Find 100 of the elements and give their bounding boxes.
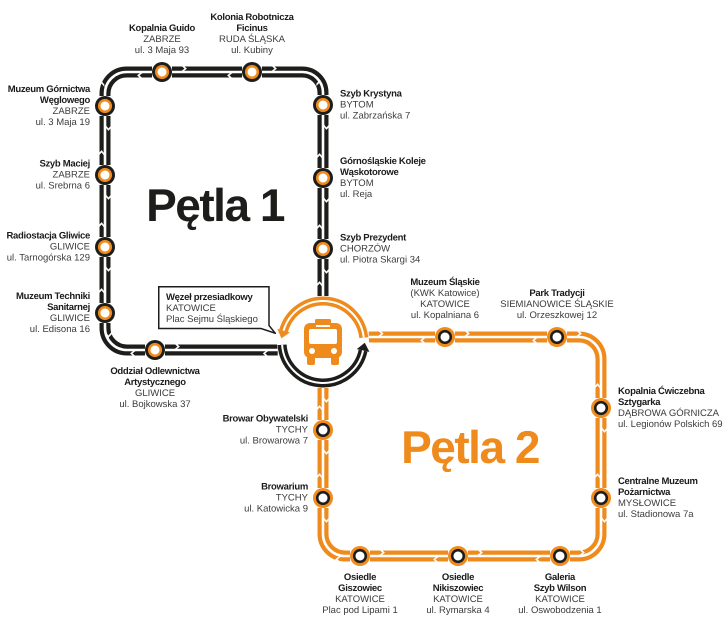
loop-title: Pętla 1 (146, 182, 284, 228)
callout-title: Węzeł przesiadkowy (166, 292, 252, 303)
station-name: Osiedle Giszowiec (337, 572, 383, 594)
route-line (570, 508, 606, 562)
station-name: Kopalnia Guido (129, 23, 195, 34)
station-marker-icon (591, 488, 611, 508)
town-name: TYCHY (276, 424, 308, 436)
station-marker-icon (95, 237, 115, 257)
address-text: ul. Bojkowska 37 (119, 399, 191, 410)
town-name: KATOWICE (166, 303, 216, 314)
station-marker-icon (145, 340, 165, 360)
station-marker-icon (313, 168, 333, 188)
address-text: ul. Zabrzańska 7 (340, 110, 410, 122)
address-text: ul. Reja (340, 189, 372, 200)
station-name: Muzeum Górnictwa Węglowego (6, 84, 90, 106)
town-name: RUDA ŚLĄSKA (219, 34, 285, 45)
station-marker-icon (313, 95, 333, 115)
station-name: Osiedle Nikiszowiec (432, 572, 484, 594)
route-line (165, 344, 278, 356)
address-text: ul. Stadionowa 7a (618, 509, 694, 520)
station-marker-icon (435, 327, 455, 347)
route-line (318, 508, 350, 562)
town-name: GLIWICE (50, 313, 90, 324)
station-marker-icon (448, 546, 468, 566)
address-text: ul. 3 Maja 93 (134, 45, 190, 56)
address-text: ul. 3 Maja 19 (36, 117, 90, 128)
station-name: Kolonia Robotnicza Ficinus (209, 12, 295, 34)
route-line (172, 66, 242, 78)
route-line (318, 440, 328, 488)
town-name: KATOWICE (433, 594, 483, 605)
town-name: MYSŁOWICE (618, 498, 676, 509)
town-name: TYCHY (276, 492, 308, 504)
station-name: Park Tradycji (529, 288, 585, 299)
route-line (370, 550, 448, 562)
station-name: Szyb Maciej (39, 158, 90, 170)
address-text: ul. Edisona 16 (30, 324, 90, 335)
station-marker-icon (550, 546, 570, 566)
station-marker-icon (547, 327, 567, 347)
address-text: Plac pod Lipami 1 (322, 605, 398, 616)
station-name: Górnośląskie Koleje Wąskotorowe (340, 156, 427, 178)
address-text: ul. Kubiny (231, 45, 273, 56)
town-name: ZABRZE (52, 106, 90, 117)
address-text: ul. Kopalniana 6 (410, 310, 480, 321)
route-line (100, 185, 110, 237)
station-marker-icon (152, 62, 172, 82)
station-name: Muzeum Techniki Sanitarnej (15, 291, 90, 313)
route-line (318, 188, 328, 239)
town-name: KATOWICE (335, 594, 385, 605)
route-line (596, 418, 606, 488)
route-line (455, 332, 547, 342)
address-text: Plac Sejmu Śląskiego (166, 314, 258, 325)
address-text: ul. Katowicka 9 (244, 504, 308, 514)
station-marker-icon (242, 62, 262, 82)
station-name: Oddział Odlewnictwa Artystycznego (109, 366, 201, 388)
callout-box (158, 286, 276, 334)
town-name: ZABRZE (52, 170, 90, 180)
town-name: BYTOM (340, 178, 374, 189)
station-name: Szyb Krystyna (340, 88, 402, 100)
town-name: ZABRZE (143, 34, 181, 45)
town-name: CHORZÓW (340, 244, 390, 254)
station-subtitle: (KWK Katowice) (410, 288, 480, 299)
address-text: ul. Oswobodzenia 1 (518, 605, 602, 616)
route-line (368, 332, 435, 342)
station-marker-icon (95, 96, 115, 116)
station-name: Radiostacja Gliwice (6, 230, 90, 242)
station-name: Muzeum Śląskie (410, 277, 480, 288)
town-name: SIEMIANOWICE ŚLĄSKIE (500, 299, 614, 310)
station-name: Browarium (261, 482, 308, 492)
town-name: DĄBROWA GÓRNICZA (618, 408, 719, 419)
station-name: Browar Obywatelski (222, 414, 308, 424)
route-line (100, 322, 145, 356)
station-marker-icon (591, 398, 611, 418)
route-line (318, 259, 328, 296)
route-line (318, 115, 328, 168)
station-marker-icon (313, 488, 333, 508)
address-text: ul. Piotra Skargi 34 (340, 254, 420, 266)
station-marker-icon (350, 546, 370, 566)
route-line (100, 116, 110, 165)
route-line (318, 388, 328, 420)
address-text: ul. Rymarska 4 (426, 605, 490, 616)
station-name: Szyb Prezydent (340, 232, 406, 244)
station-name: Galeria Szyb Wilson (534, 572, 586, 594)
route-line (100, 257, 110, 303)
station-marker-icon (313, 239, 333, 259)
station-marker-icon (95, 165, 115, 185)
loop-title: Pętla 2 (401, 424, 539, 470)
station-marker-icon (95, 303, 115, 323)
address-text: ul. Srebrna 6 (36, 180, 90, 192)
address-text: ul. Legionów Polskich 69 (618, 419, 723, 430)
town-name: BYTOM (340, 100, 374, 110)
station-marker-icon (313, 420, 333, 440)
address-text: ul. Tarnogórska 129 (6, 252, 90, 264)
route-line (468, 550, 550, 562)
station-name: Kopalnia Ćwiczebna Sztygarka (618, 386, 705, 408)
station-name: Centralne Muzeum Pożarnictwa (618, 476, 699, 498)
town-name: GLIWICE (50, 242, 90, 252)
town-name: KATOWICE (420, 299, 470, 310)
town-name: GLIWICE (134, 388, 176, 399)
address-text: ul. Orzeszkowej 12 (516, 310, 598, 321)
address-text: ul. Browarowa 7 (240, 436, 308, 446)
